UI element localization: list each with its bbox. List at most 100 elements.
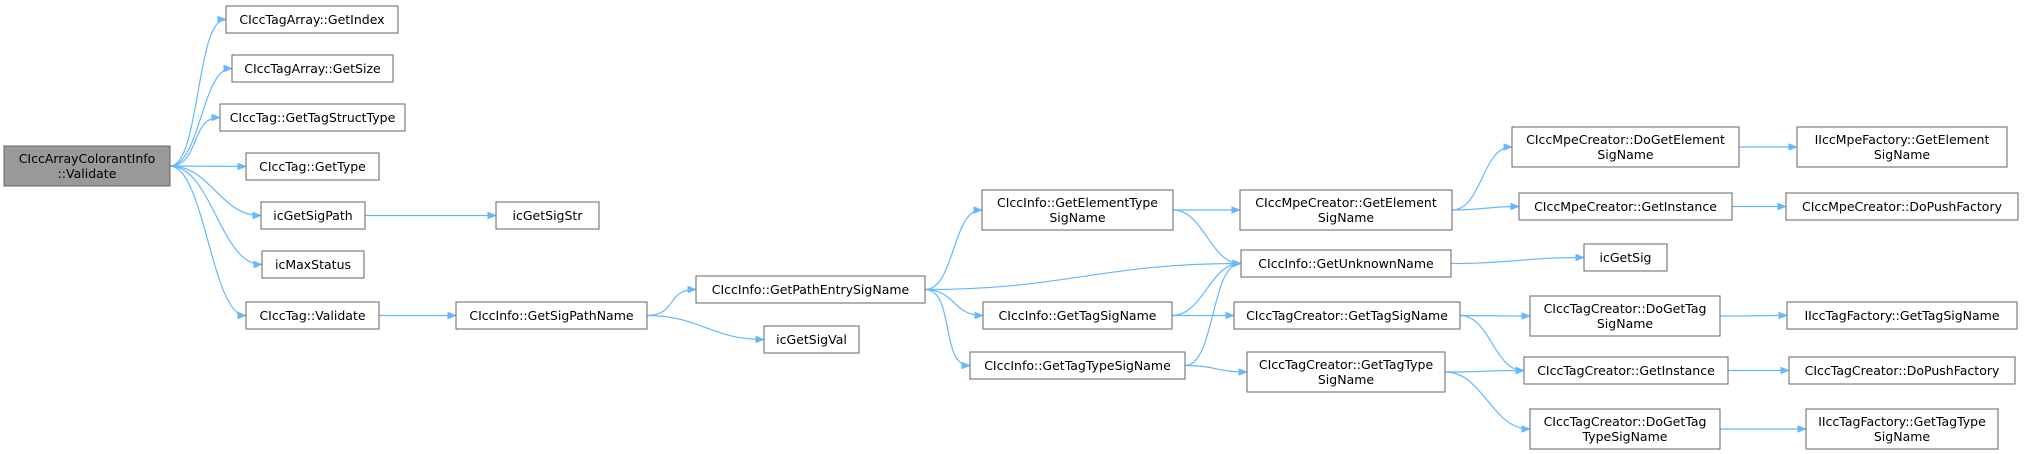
edge-info-getsigpathname-to-icgetsigval bbox=[646, 314, 763, 340]
edge-info-gettagtypesigname-to-tagcreator-gettagtypesigname bbox=[1184, 364, 1246, 373]
node-icgetsigpath-box bbox=[260, 201, 366, 230]
node-tagcreator-dopushfactory-label-1: CIccTagCreator::DoPushFactory bbox=[1805, 363, 2000, 378]
node-icgetsigpath[interactable]: icGetSigPath bbox=[260, 201, 366, 230]
edge-info-gettagsigname-to-info-getunknownname bbox=[1171, 264, 1240, 317]
node-tagarray-getindex[interactable]: CIccTagArray::GetIndex bbox=[225, 5, 399, 34]
edge-root-to-tag-gettagstructtype bbox=[169, 118, 219, 167]
nodes-layer: CIccArrayColorantInfo::Validate CIccTagAr… bbox=[3, 5, 2019, 450]
node-mpecreator-dogetelementsigname-box bbox=[1511, 126, 1740, 168]
node-tagfactory-gettagtypesigname[interactable]: IIccTagFactory::GetTagTypeSigName bbox=[1805, 408, 1999, 450]
node-tag-validate-box bbox=[245, 301, 380, 330]
node-mpecreator-getelementsigname-label-1: CIccMpeCreator::GetElement bbox=[1255, 195, 1437, 210]
node-tagcreator-dopushfactory[interactable]: CIccTagCreator::DoPushFactory bbox=[1788, 356, 2016, 385]
edge-info-getpathentrysigname-to-info-gettagsigname bbox=[924, 288, 982, 316]
node-icmaxstatus-box bbox=[261, 250, 365, 279]
node-tag-gettagstructtype-label-1: CIccTag::GetTagStructType bbox=[230, 110, 396, 125]
node-tagcreator-dopushfactory-box bbox=[1788, 356, 2016, 385]
node-mpefactory-getelementsigname-label-1: IIccMpeFactory::GetElement bbox=[1815, 132, 1990, 147]
edge-info-getelementtypesigname-to-info-getunknownname bbox=[1172, 209, 1240, 264]
node-tag-gettagstructtype[interactable]: CIccTag::GetTagStructType bbox=[219, 103, 406, 132]
node-root-label-2: ::Validate bbox=[58, 166, 117, 181]
node-tagarray-getsize[interactable]: CIccTagArray::GetSize bbox=[231, 54, 394, 83]
node-tagfactory-gettagsigname-box bbox=[1786, 301, 2018, 330]
node-icgetsig-box bbox=[1583, 243, 1668, 272]
node-tagcreator-dogettagtypesigname-label-1: CIccTagCreator::DoGetTag bbox=[1544, 414, 1707, 429]
node-tagcreator-gettagtypesigname-label-2: SigName bbox=[1318, 372, 1375, 387]
node-tagcreator-getinstance[interactable]: CIccTagCreator::GetInstance bbox=[1523, 356, 1729, 385]
edge-mpecreator-getelementsigname-to-mpecreator-getinstance bbox=[1451, 207, 1518, 211]
node-icgetsigval-box bbox=[763, 325, 860, 354]
node-tag-gettype[interactable]: CIccTag::GetType bbox=[245, 152, 380, 181]
node-info-getunknownname[interactable]: CIccInfo::GetUnknownName bbox=[1240, 249, 1452, 278]
node-info-getelementtypesigname-label-2: SigName bbox=[1049, 210, 1106, 225]
node-mpecreator-getinstance[interactable]: CIccMpeCreator::GetInstance bbox=[1518, 192, 1733, 221]
node-tagcreator-dogettagsigname-box bbox=[1529, 295, 1721, 337]
node-tagcreator-getinstance-box bbox=[1523, 356, 1729, 385]
node-tag-gettagstructtype-box bbox=[219, 103, 406, 132]
edge-root-to-icmaxstatus bbox=[169, 165, 261, 265]
node-info-getunknownname-label-1: CIccInfo::GetUnknownName bbox=[1258, 256, 1434, 271]
edge-tagcreator-gettagsigname-to-tagcreator-getinstance bbox=[1459, 314, 1523, 371]
node-icgetsig[interactable]: icGetSig bbox=[1583, 243, 1668, 272]
node-info-gettagtypesigname-box bbox=[969, 351, 1186, 380]
node-icgetsigpath-label-1: icGetSigPath bbox=[273, 208, 352, 223]
node-tag-validate[interactable]: CIccTag::Validate bbox=[245, 301, 380, 330]
node-mpecreator-getelementsigname-box bbox=[1239, 189, 1453, 231]
edge-tagcreator-gettagtypesigname-to-tagcreator-getinstance bbox=[1444, 371, 1523, 373]
node-info-getpathentrysigname-box bbox=[695, 275, 926, 304]
node-tag-validate-label-1: CIccTag::Validate bbox=[259, 308, 365, 323]
node-info-gettagtypesigname-label-1: CIccInfo::GetTagTypeSigName bbox=[984, 358, 1171, 373]
edge-info-getpathentrysigname-to-info-getelementtypesigname bbox=[924, 210, 981, 291]
node-root-box bbox=[3, 145, 171, 187]
node-icmaxstatus-label-1: icMaxStatus bbox=[275, 257, 351, 272]
node-root[interactable]: CIccArrayColorantInfo::Validate bbox=[3, 145, 171, 187]
node-tagfactory-gettagtypesigname-label-2: SigName bbox=[1874, 429, 1931, 444]
node-mpecreator-dopushfactory-box bbox=[1785, 192, 2019, 221]
edge-info-getunknownname-to-icgetsig bbox=[1450, 258, 1583, 265]
node-tagcreator-dogettagtypesigname-label-2: TypeSigName bbox=[1582, 429, 1668, 444]
node-tagarray-getindex-box bbox=[225, 5, 399, 34]
node-icmaxstatus[interactable]: icMaxStatus bbox=[261, 250, 365, 279]
node-tagfactory-gettagsigname-label-1: IIccTagFactory::GetTagSigName bbox=[1804, 308, 1999, 323]
node-tag-gettype-box bbox=[245, 152, 380, 181]
node-info-gettagtypesigname[interactable]: CIccInfo::GetTagTypeSigName bbox=[969, 351, 1186, 380]
node-tagcreator-gettagtypesigname-label-1: CIccTagCreator::GetTagType bbox=[1259, 357, 1434, 372]
edge-info-getpathentrysigname-to-info-getunknownname bbox=[924, 264, 1240, 291]
node-icgetsig-label-1: icGetSig bbox=[1600, 250, 1652, 265]
node-tagcreator-gettagtypesigname[interactable]: CIccTagCreator::GetTagTypeSigName bbox=[1246, 351, 1446, 393]
edge-root-to-tag-gettype bbox=[169, 166, 245, 167]
node-tag-gettype-label-1: CIccTag::GetType bbox=[259, 159, 366, 174]
edge-root-to-tagarray-getindex bbox=[169, 20, 225, 167]
node-tagarray-getindex-label-1: CIccTagArray::GetIndex bbox=[239, 12, 384, 27]
node-info-gettagsigname[interactable]: CIccInfo::GetTagSigName bbox=[982, 301, 1173, 330]
node-info-getsigpathname-label-1: CIccInfo::GetSigPathName bbox=[469, 308, 634, 323]
node-info-gettagsigname-box bbox=[982, 301, 1173, 330]
node-mpecreator-dopushfactory[interactable]: CIccMpeCreator::DoPushFactory bbox=[1785, 192, 2019, 221]
edge-mpecreator-getelementsigname-to-mpecreator-dogetelementsigname bbox=[1451, 147, 1511, 211]
node-icgetsigval-label-1: icGetSigVal bbox=[776, 332, 847, 347]
node-info-getunknownname-box bbox=[1240, 249, 1452, 278]
node-root-label-1: CIccArrayColorantInfo bbox=[19, 151, 156, 166]
node-icgetsigstr[interactable]: icGetSigStr bbox=[495, 201, 600, 230]
node-tagarray-getsize-label-1: CIccTagArray::GetSize bbox=[244, 61, 381, 76]
node-tagcreator-dogettagsigname-label-2: SigName bbox=[1597, 316, 1654, 331]
node-tagarray-getsize-box bbox=[231, 54, 394, 83]
node-tagfactory-gettagsigname[interactable]: IIccTagFactory::GetTagSigName bbox=[1786, 301, 2018, 330]
node-mpecreator-dogetelementsigname-label-2: SigName bbox=[1597, 147, 1654, 162]
node-tagcreator-gettagsigname[interactable]: CIccTagCreator::GetTagSigName bbox=[1233, 301, 1461, 330]
node-info-getelementtypesigname-box bbox=[981, 189, 1174, 231]
node-mpefactory-getelementsigname-label-2: SigName bbox=[1874, 147, 1931, 162]
edge-root-to-icgetsigpath bbox=[169, 165, 260, 216]
node-tagcreator-dogettagtypesigname-box bbox=[1529, 408, 1721, 450]
node-info-getsigpathname[interactable]: CIccInfo::GetSigPathName bbox=[455, 301, 648, 330]
node-info-getpathentrysigname[interactable]: CIccInfo::GetPathEntrySigName bbox=[695, 275, 926, 304]
node-icgetsigval[interactable]: icGetSigVal bbox=[763, 325, 860, 354]
node-mpecreator-dogetelementsigname-label-1: CIccMpeCreator::DoGetElement bbox=[1526, 132, 1725, 147]
edges-layer bbox=[169, 20, 1805, 430]
